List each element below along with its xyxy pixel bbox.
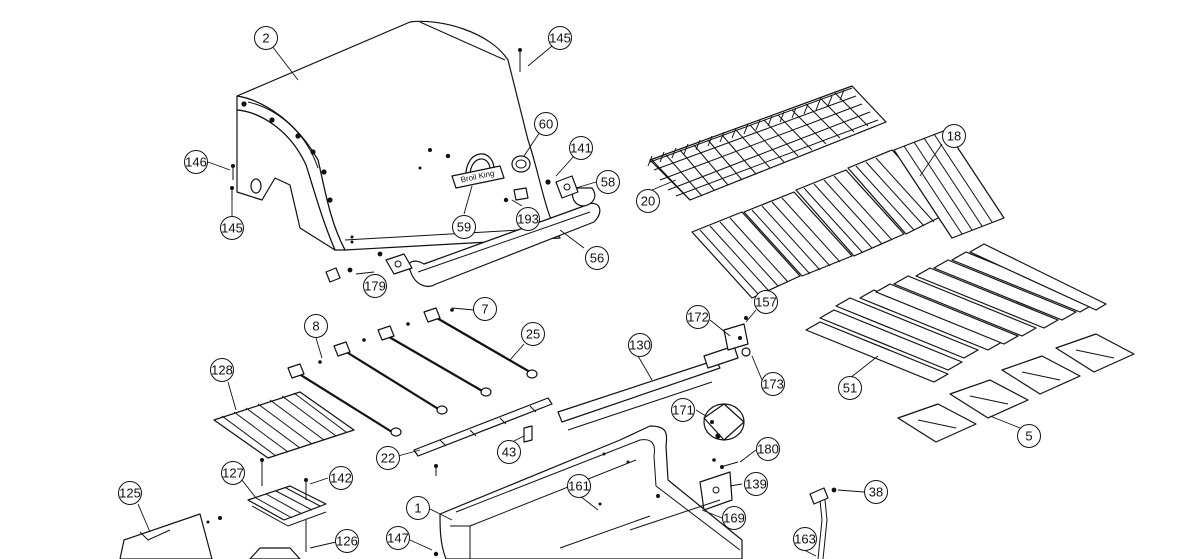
callout-139: 139 <box>744 472 768 496</box>
gas-hose-part <box>809 487 837 559</box>
callout-label: 51 <box>843 381 857 396</box>
warming-rack-part <box>647 85 887 201</box>
callout-8: 8 <box>304 314 328 338</box>
callout-label: 125 <box>119 486 141 501</box>
callout-161: 161 <box>567 474 591 498</box>
callout-22: 22 <box>376 446 400 470</box>
handle-bezel-logo: Broil King <box>451 153 505 189</box>
leader-lines <box>137 45 1021 557</box>
callout-label: 18 <box>947 129 961 144</box>
callout-label: 145 <box>549 31 571 46</box>
callout-label: 56 <box>590 251 604 266</box>
callout-125: 125 <box>118 481 142 505</box>
callout-43: 43 <box>497 440 521 464</box>
side-burner-grid-part <box>213 391 355 459</box>
callout-25: 25 <box>521 322 545 346</box>
igniter-part <box>703 403 745 441</box>
callout-38: 38 <box>864 480 888 504</box>
callout-label: 161 <box>568 479 590 494</box>
callout-label: 5 <box>1025 429 1032 444</box>
callout-label: 60 <box>539 117 553 132</box>
callout-20: 20 <box>636 189 660 213</box>
callout-label: 8 <box>312 319 319 334</box>
cooking-grids-part <box>691 129 1005 299</box>
thermometer-part <box>511 155 531 173</box>
callout-127: 127 <box>221 461 245 485</box>
callout-58: 58 <box>596 170 620 194</box>
callout-60: 60 <box>534 112 558 136</box>
callout-179: 179 <box>363 274 387 298</box>
callout-label: 20 <box>641 194 655 209</box>
callout-2: 2 <box>254 26 278 50</box>
callout-label: 171 <box>672 403 694 418</box>
callout-label: 180 <box>757 442 779 457</box>
callout-173: 173 <box>761 372 785 396</box>
callout-180: 180 <box>756 437 780 461</box>
callout-label: 157 <box>755 295 777 310</box>
side-shelf-panel-part <box>119 513 307 559</box>
callout-label: 2 <box>262 31 269 46</box>
callout-171: 171 <box>671 398 695 422</box>
crossover-channel-part <box>413 397 553 476</box>
lid-part <box>236 20 561 251</box>
callout-label: 128 <box>211 363 233 378</box>
callout-label: 145 <box>221 221 243 236</box>
flav-r-wave-part <box>805 243 1107 383</box>
callout-label: 141 <box>570 141 592 156</box>
callout-51: 51 <box>838 376 862 400</box>
handle-bar-part <box>325 175 601 287</box>
callout-193: 193 <box>516 207 540 231</box>
callout-18: 18 <box>942 124 966 148</box>
callout-label: 139 <box>745 477 767 492</box>
callout-label: 127 <box>222 466 244 481</box>
callout-157: 157 <box>754 290 778 314</box>
callout-label: 58 <box>601 175 615 190</box>
callout-126: 126 <box>335 529 359 553</box>
callout-label: 130 <box>629 338 651 353</box>
callout-label: 147 <box>387 531 409 546</box>
callout-141: 141 <box>569 136 593 160</box>
callout-label: 43 <box>502 445 516 460</box>
callout-145-left: 145 <box>220 216 244 240</box>
callout-145-top: 145 <box>548 26 572 50</box>
callout-label: 22 <box>381 451 395 466</box>
callout-label: 172 <box>687 310 709 325</box>
callout-1: 1 <box>406 496 430 520</box>
callout-169: 169 <box>722 506 746 530</box>
callout-146: 146 <box>184 150 208 174</box>
burner-tubes-part <box>287 307 538 437</box>
callout-label: 193 <box>517 212 539 227</box>
callout-163: 163 <box>793 527 817 551</box>
callout-label: 126 <box>336 534 358 549</box>
heat-tents-part <box>897 333 1135 443</box>
callout-59: 59 <box>452 215 476 239</box>
callout-label: 169 <box>723 511 745 526</box>
callout-130: 130 <box>628 333 652 357</box>
callout-label: 179 <box>364 279 386 294</box>
callout-label: 59 <box>457 220 471 235</box>
side-burner-part <box>247 458 327 527</box>
grill-body-part <box>433 425 743 559</box>
callout-label: 173 <box>762 377 784 392</box>
callout-142: 142 <box>329 466 353 490</box>
callout-7: 7 <box>473 297 497 321</box>
screw-parts <box>230 48 522 200</box>
callout-label: 142 <box>330 471 352 486</box>
callout-label: 146 <box>185 155 207 170</box>
callout-label: 7 <box>481 302 488 317</box>
callout-172: 172 <box>686 305 710 329</box>
manifold-part <box>557 316 751 431</box>
callout-label: 38 <box>869 485 883 500</box>
callout-label: 25 <box>526 327 540 342</box>
callout-label: 1 <box>414 501 421 516</box>
callout-147: 147 <box>386 526 410 550</box>
callout-56: 56 <box>585 246 609 270</box>
callout-5: 5 <box>1017 424 1041 448</box>
callout-128: 128 <box>210 358 234 382</box>
callout-label: 163 <box>794 532 816 547</box>
